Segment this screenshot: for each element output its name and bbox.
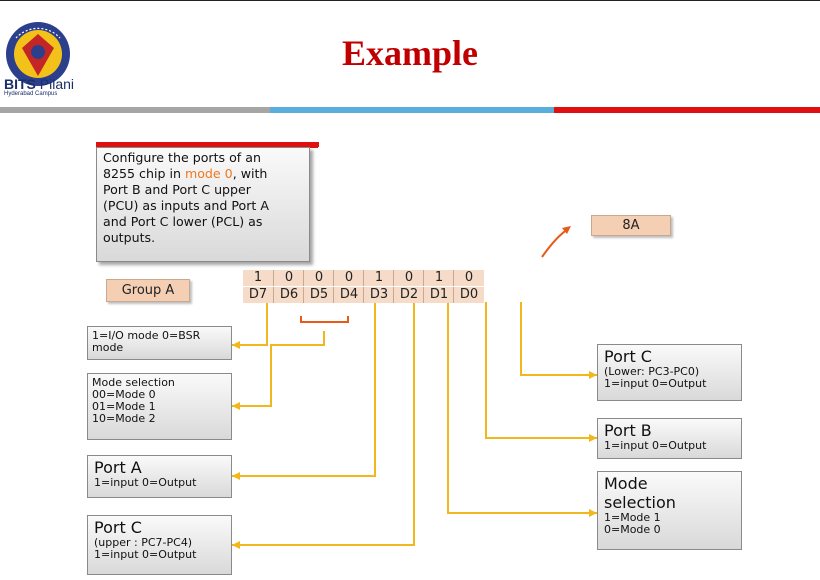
logo-campus: Hyderabad Campus: [4, 91, 58, 97]
box-title: Port C: [94, 518, 142, 537]
problem-statement: Configure the ports of an 8255 chip in m…: [96, 147, 310, 262]
bit-name: D1: [423, 287, 454, 303]
bit-name: D0: [453, 287, 484, 303]
statement-line: Configure the ports of an: [103, 150, 261, 165]
box-title: Port C: [604, 347, 652, 366]
connector-d2: [447, 302, 597, 514]
box-line: 1=I/O mode 0=BSR: [92, 329, 201, 342]
mode-selection-box: Mode selection 00=Mode 0 01=Mode 1 10=Mo…: [87, 373, 232, 440]
description-top-rule-end: [310, 142, 318, 148]
port-c-upper-box: Port C (upper : PC7-PC4) 1=input 0=Outpu…: [87, 515, 232, 575]
box-subtitle: (upper : PC7-PC4): [94, 536, 193, 549]
bracket-d6-d5: [300, 316, 349, 323]
box-detail: 0=Mode 0: [604, 523, 661, 536]
bit-name: D2: [393, 287, 424, 303]
box-detail: 1=input 0=Output: [604, 377, 707, 390]
bit-value: 0: [333, 270, 364, 286]
connector-d4: [232, 302, 376, 477]
top-rule: [0, 0, 820, 1]
statement-line: and Port C lower (PCL) as: [103, 214, 263, 229]
statement-line: outputs.: [103, 230, 156, 245]
logo-text: BITS Pilani Hyderabad Campus: [4, 76, 74, 97]
connector-d6d5: [232, 331, 325, 407]
statement-line: Port B and Port C upper: [103, 182, 251, 197]
box-line: 01=Mode 1: [92, 400, 156, 413]
box-detail: 1=Mode 1: [604, 511, 661, 524]
header-band-red: [554, 107, 820, 113]
port-b-box: Port B 1=input 0=Output: [597, 418, 742, 459]
description-top-rule: [96, 142, 319, 147]
io-bsr-mode-box: 1=I/O mode 0=BSR mode: [87, 326, 232, 360]
box-title: Port B: [604, 421, 652, 440]
bit-value: 1: [363, 270, 394, 286]
logo-name: BITS Pilani: [4, 76, 75, 92]
box-title: Mode: [604, 474, 648, 493]
hex-result: 8A: [591, 215, 671, 236]
bit-name: D3: [363, 287, 394, 303]
bit-value: 0: [303, 270, 334, 286]
box-detail: 1=input 0=Output: [604, 439, 707, 452]
bit-name: D6: [273, 287, 304, 303]
bit-value: 0: [393, 270, 424, 286]
port-a-box: Port A 1=input 0=Output: [87, 455, 232, 498]
box-subtitle: (Lower: PC3-PC0): [604, 365, 700, 378]
box-title: Port A: [94, 458, 142, 477]
curved-arrow-to-8a: [541, 228, 569, 258]
header-band-blue: [270, 107, 554, 113]
bit-value: 0: [273, 270, 304, 286]
box-line: 00=Mode 0: [92, 388, 156, 401]
box-line: Mode selection: [92, 376, 175, 389]
connector-d0: [520, 302, 597, 376]
box-detail: 1=input 0=Output: [94, 476, 197, 489]
bits-logo-emblem: [6, 22, 70, 86]
box-line: mode: [92, 341, 124, 354]
box-title: selection: [604, 493, 676, 512]
bit-value: 1: [423, 270, 454, 286]
statement-line: 8255 chip in mode 0, with: [103, 166, 268, 181]
bit-name: D4: [333, 287, 364, 303]
connector-d3: [232, 302, 415, 546]
connector-d1: [485, 302, 597, 439]
bit-value: 0: [453, 270, 484, 286]
bit-name: D5: [303, 287, 334, 303]
box-line: 10=Mode 2: [92, 412, 156, 425]
header-band-gray: [0, 107, 270, 113]
group-a-label: Group A: [106, 279, 190, 302]
bit-name: D7: [243, 287, 273, 303]
box-detail: 1=input 0=Output: [94, 548, 197, 561]
mode-selection-group-b-box: Mode selection 1=Mode 1 0=Mode 0: [597, 471, 742, 550]
page-title: Example: [341, 33, 478, 73]
bit-value: 1: [243, 270, 273, 286]
port-c-lower-box: Port C (Lower: PC3-PC0) 1=input 0=Output: [597, 344, 742, 401]
statement-line: (PCU) as inputs and Port A: [103, 198, 269, 213]
connector-d7: [232, 302, 268, 346]
mode-highlight: mode 0: [184, 166, 233, 181]
